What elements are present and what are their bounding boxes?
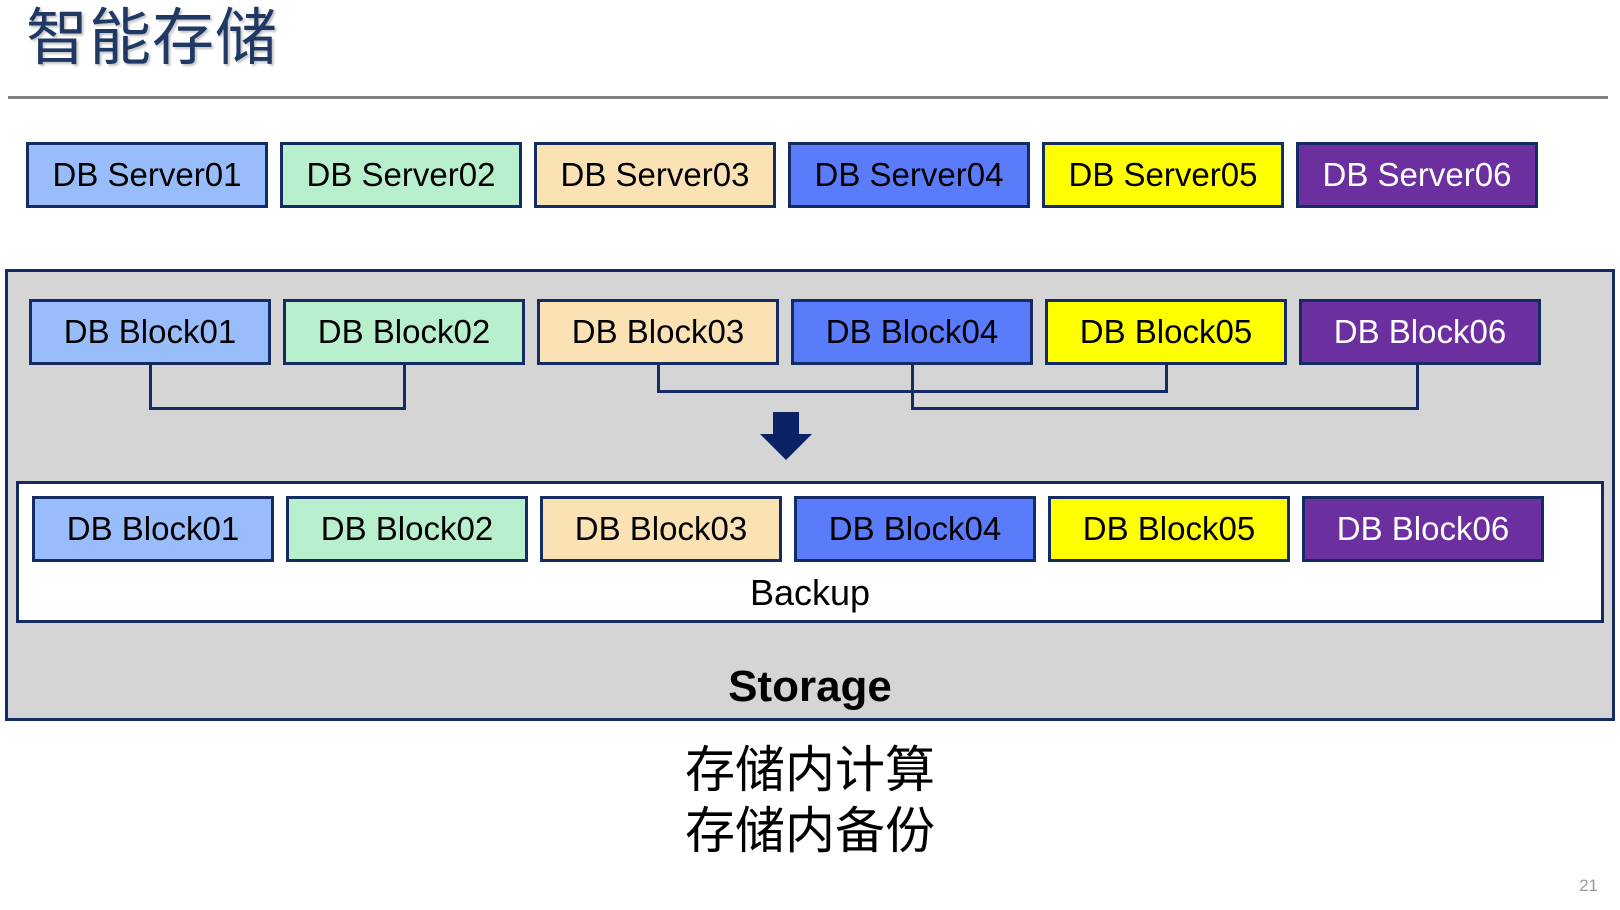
connector-block06-vertical (1416, 365, 1419, 410)
db-server-02[interactable]: DB Server02 (280, 142, 522, 208)
backup-box: DB Block01 DB Block02 DB Block03 DB Bloc… (16, 481, 1604, 623)
db-block-backup-01-label: DB Block01 (66, 510, 240, 547)
db-block-primary-04[interactable]: DB Block04 (791, 299, 1033, 365)
db-block-primary-04-label: DB Block04 (825, 313, 999, 350)
db-server-01[interactable]: DB Server01 (26, 142, 268, 208)
db-block-backup-02[interactable]: DB Block02 (286, 496, 528, 562)
db-server-04[interactable]: DB Server04 (788, 142, 1030, 208)
db-server-05[interactable]: DB Server05 (1042, 142, 1284, 208)
db-server-05-label: DB Server05 (1068, 156, 1258, 193)
arrow-shaft (773, 412, 799, 437)
storage-container: DB Block01 DB Block02 DB Block03 DB Bloc… (5, 269, 1615, 721)
db-block-backup-04[interactable]: DB Block04 (794, 496, 1036, 562)
db-block-backup-01[interactable]: DB Block01 (32, 496, 274, 562)
backup-label: Backup (749, 572, 871, 613)
db-server-01-label: DB Server01 (52, 156, 242, 193)
db-server-03[interactable]: DB Server03 (534, 142, 776, 208)
connector-bracket-01-02 (149, 407, 406, 410)
connector-bracket-03-05 (657, 390, 1168, 393)
page-number: 21 (1579, 876, 1598, 895)
page-title: 智能存储 (26, 4, 279, 73)
db-block-primary-01-label: DB Block01 (63, 313, 237, 350)
db-block-primary-01[interactable]: DB Block01 (29, 299, 271, 365)
db-server-06[interactable]: DB Server06 (1296, 142, 1538, 208)
db-block-backup-05-label: DB Block05 (1082, 510, 1256, 547)
title-divider (8, 96, 1608, 99)
db-block-primary-03-label: DB Block03 (571, 313, 745, 350)
arrow-head (760, 434, 812, 460)
db-block-backup-06-label: DB Block06 (1336, 510, 1510, 547)
db-server-06-label: DB Server06 (1322, 156, 1512, 193)
connector-bracket-04-06 (911, 407, 1419, 410)
db-block-primary-05-label: DB Block05 (1079, 313, 1253, 350)
flow-down-arrow (760, 412, 812, 460)
db-server-03-label: DB Server03 (560, 156, 750, 193)
db-block-backup-03-label: DB Block03 (574, 510, 748, 547)
connector-block02-vertical (403, 365, 406, 410)
db-block-backup-06[interactable]: DB Block06 (1302, 496, 1544, 562)
db-block-primary-02[interactable]: DB Block02 (283, 299, 525, 365)
db-block-primary-06[interactable]: DB Block06 (1299, 299, 1541, 365)
db-block-primary-03[interactable]: DB Block03 (537, 299, 779, 365)
caption-line-2: 存储内备份 (685, 803, 935, 859)
db-block-backup-04-label: DB Block04 (828, 510, 1002, 547)
db-block-primary-05[interactable]: DB Block05 (1045, 299, 1287, 365)
db-block-backup-02-label: DB Block02 (320, 510, 494, 547)
connector-block05-vertical (1165, 365, 1168, 393)
storage-label: Storage (728, 662, 892, 711)
db-block-backup-05[interactable]: DB Block05 (1048, 496, 1290, 562)
db-server-02-label: DB Server02 (306, 156, 496, 193)
caption-line-1: 存储内计算 (685, 742, 935, 798)
connector-block03-vertical (657, 365, 660, 393)
db-server-04-label: DB Server04 (814, 156, 1004, 193)
connector-block01-vertical (149, 365, 152, 410)
db-block-primary-06-label: DB Block06 (1333, 313, 1507, 350)
db-block-backup-03[interactable]: DB Block03 (540, 496, 782, 562)
db-block-primary-02-label: DB Block02 (317, 313, 491, 350)
connector-block04-vertical (911, 365, 914, 410)
